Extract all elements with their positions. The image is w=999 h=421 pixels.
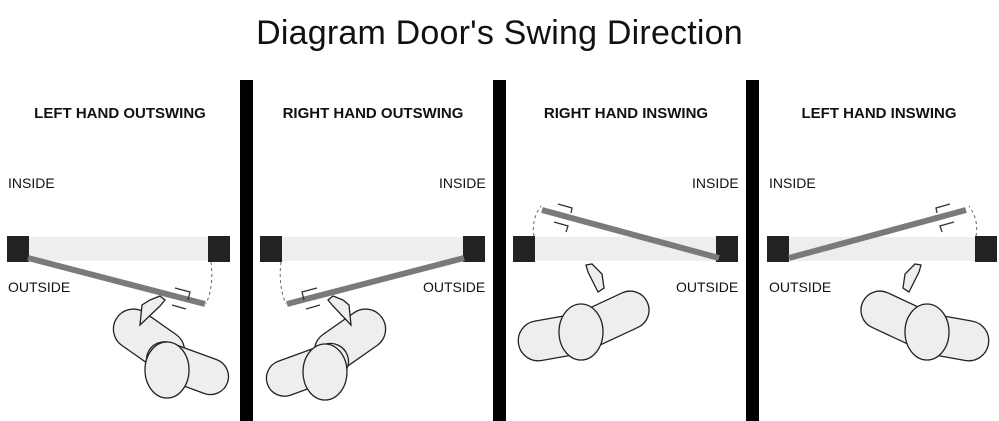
- inside-label: INSIDE: [769, 175, 816, 191]
- outside-label: OUTSIDE: [423, 279, 486, 295]
- outside-label: OUTSIDE: [8, 279, 71, 295]
- door-handle: [935, 203, 955, 233]
- panel-title: LEFT HAND OUTSWING: [34, 105, 206, 122]
- door-leaf: [788, 207, 967, 261]
- panel-title: LEFT HAND INSWING: [801, 105, 957, 122]
- inside-label: INSIDE: [692, 175, 739, 191]
- panel-divider: [746, 80, 759, 421]
- panel-right-hand-inswing: RIGHT HAND INSWING INSIDE OUTSIDE: [506, 0, 746, 421]
- page-title: Diagram Door's Swing Direction: [256, 14, 743, 52]
- panel-title: RIGHT HAND OUTSWING: [282, 105, 464, 122]
- door-swing-diagram: [7, 236, 230, 399]
- hinge-jamb: [7, 236, 29, 262]
- panel-left-hand-inswing: LEFT HAND INSWING INSIDE OUTSIDE: [759, 0, 999, 421]
- strike-jamb: [513, 236, 535, 262]
- door-swing-diagram: [260, 236, 485, 401]
- swing-arc: [205, 261, 213, 305]
- door-swing-diagram: [767, 203, 997, 362]
- panel-divider: [240, 80, 253, 421]
- person-figure: [265, 295, 387, 401]
- swing-arc: [532, 205, 542, 237]
- hinge-jamb: [716, 236, 738, 262]
- strike-jamb: [975, 236, 997, 262]
- door-opening: [28, 237, 209, 261]
- outside-label: OUTSIDE: [676, 279, 739, 295]
- door-leaf: [27, 255, 206, 307]
- hinge-jamb: [463, 236, 485, 262]
- door-swing-diagram: [513, 203, 738, 362]
- panel-right-hand-outswing: RIGHT HAND OUTSWING INSIDE OUTSIDE: [253, 0, 493, 421]
- swing-arc: [968, 205, 978, 237]
- strike-jamb: [208, 236, 230, 262]
- door-leaf: [541, 207, 720, 261]
- panel-left-hand-outswing: LEFT HAND OUTSWING INSIDE OUTSIDE: [0, 0, 240, 421]
- outside-label: OUTSIDE: [769, 279, 832, 295]
- panel-title: RIGHT HAND INSWING: [543, 105, 709, 122]
- person-figure: [517, 263, 650, 362]
- door-opening: [281, 237, 464, 261]
- panel-divider: [493, 80, 506, 421]
- door-handle: [171, 287, 191, 310]
- door-handle: [553, 203, 573, 233]
- inside-label: INSIDE: [439, 175, 486, 191]
- person-figure: [860, 263, 990, 362]
- hinge-jamb: [767, 236, 789, 262]
- inside-label: INSIDE: [8, 175, 55, 191]
- strike-jamb: [260, 236, 282, 262]
- door-leaf: [286, 255, 465, 307]
- swing-arc: [279, 261, 287, 305]
- person-figure: [112, 295, 230, 399]
- door-handle: [301, 287, 321, 310]
